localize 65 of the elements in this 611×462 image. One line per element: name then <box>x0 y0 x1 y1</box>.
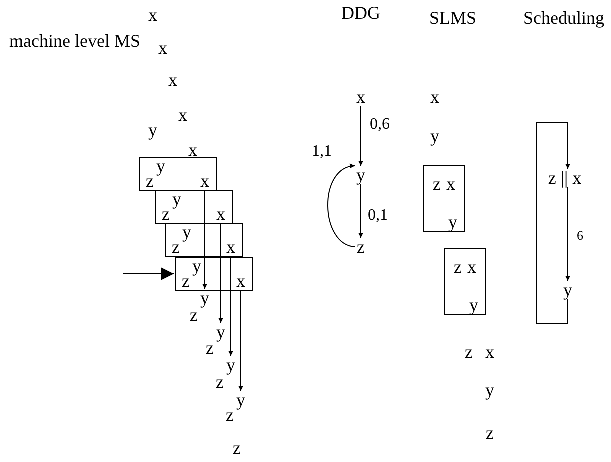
column-heading: SLMS <box>429 8 477 28</box>
instruction-letter: z <box>205 340 215 356</box>
instruction-letter: x <box>168 72 178 88</box>
instruction-letter: z <box>453 259 463 275</box>
instruction-letter: x <box>178 107 188 123</box>
instruction-letter: y <box>182 224 192 240</box>
edge-label: 0,6 <box>370 117 390 133</box>
instruction-letter: z <box>432 176 442 192</box>
frame <box>444 248 486 315</box>
instruction-letter: x <box>216 206 226 222</box>
edge-label: 0,1 <box>368 208 388 224</box>
instruction-letter: x <box>430 89 440 105</box>
arrow <box>358 106 364 166</box>
instruction-letter: x <box>236 273 246 289</box>
instruction-letter: z <box>145 173 155 189</box>
frame <box>139 157 217 191</box>
edge-label: 1,1 <box>312 144 332 160</box>
instruction-letter: z <box>232 440 242 456</box>
instruction-letter: x <box>158 40 168 56</box>
column-heading: DDG <box>342 3 380 23</box>
instruction-letter: x <box>446 176 456 192</box>
instruction-letter: z <box>189 307 199 323</box>
instruction-letter: y <box>200 290 210 306</box>
loop-arrow <box>536 122 570 324</box>
instruction-letter: z <box>161 206 171 222</box>
instruction-letter: y <box>192 258 202 274</box>
arrow <box>566 186 570 282</box>
instruction-letter: y <box>156 158 166 174</box>
frame <box>165 223 243 257</box>
instruction-letter: z <box>181 273 191 289</box>
curved-arrow <box>328 164 356 248</box>
instruction-letter: x <box>226 239 236 255</box>
instruction-letter: z <box>215 374 225 390</box>
instruction-letter: y <box>236 392 246 408</box>
instruction-letter: y <box>226 357 236 373</box>
frame <box>175 257 253 291</box>
instruction-letter: x <box>485 344 495 360</box>
arrow <box>218 222 224 324</box>
arrow <box>228 256 234 356</box>
arrow <box>238 290 244 392</box>
instruction-letter: x <box>467 259 477 275</box>
instruction-letter: z <box>485 425 495 441</box>
instruction-letter: y <box>485 382 495 398</box>
instruction-letter: y <box>563 282 573 298</box>
instruction-letter: z <box>464 344 474 360</box>
instruction-letter: x <box>200 173 210 189</box>
instruction-letter: x <box>148 7 158 23</box>
instruction-letter: z || x <box>547 170 583 186</box>
instruction-letter: y <box>148 122 158 138</box>
instruction-letter: z <box>171 239 181 255</box>
frame <box>423 165 465 232</box>
arrow <box>358 184 364 238</box>
arrow <box>122 268 174 280</box>
panel-title: machine level MS <box>10 31 140 51</box>
column-heading: Scheduling <box>524 8 604 28</box>
instruction-letter: x <box>356 89 366 105</box>
arrow <box>202 190 208 290</box>
instruction-letter: y <box>172 191 182 207</box>
instruction-letter: y <box>356 167 366 183</box>
instruction-letter: z <box>225 407 235 423</box>
instruction-letter: z <box>356 239 366 255</box>
instruction-letter: y <box>430 128 440 144</box>
instruction-letter: x <box>188 142 198 158</box>
instruction-letter: y <box>216 324 226 340</box>
frame <box>155 190 233 224</box>
